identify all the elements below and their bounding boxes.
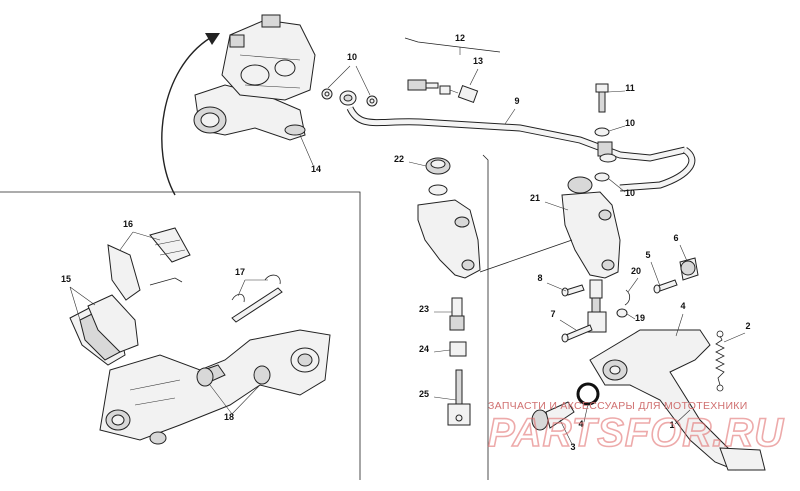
callout-c25: 25 — [419, 389, 429, 399]
callout-c22: 22 — [394, 154, 404, 164]
master-cylinder-assembled — [561, 176, 621, 333]
callout-c10a: 10 — [347, 52, 357, 62]
callout-c1: 1 — [669, 420, 674, 430]
callout-labels: 1234456789101010111213141516171819202122… — [61, 33, 751, 452]
callout-c9: 9 — [514, 96, 519, 106]
caliper-assembly-inset — [99, 329, 331, 445]
watermark-logo: PARTSFOR.RU — [488, 411, 784, 455]
clip-and-washer — [616, 289, 631, 318]
curved-arrow — [161, 37, 211, 196]
callout-c2: 2 — [745, 321, 750, 331]
callout-c17: 17 — [235, 267, 245, 277]
callout-c15: 15 — [61, 274, 71, 284]
callout-c24: 24 — [419, 344, 429, 354]
callout-c6: 6 — [673, 233, 678, 243]
bleeder-screw — [594, 83, 610, 182]
pad-spring — [107, 227, 191, 301]
pedal-pivot-bolt — [531, 401, 575, 431]
return-spring — [715, 330, 725, 392]
banjo-bolt-washers — [321, 88, 378, 107]
callout-c21: 21 — [530, 193, 540, 203]
leader-lines — [69, 47, 746, 445]
callout-c8: 8 — [537, 273, 542, 283]
brake-hose — [346, 106, 696, 192]
leader-group — [479, 239, 573, 273]
callout-c4b: 4 — [578, 419, 583, 429]
callout-c10c: 10 — [625, 188, 635, 198]
arrow-head-icon — [205, 33, 220, 45]
group-bracket-line — [482, 154, 489, 480]
callout-c14: 14 — [311, 164, 321, 174]
callout-c23: 23 — [419, 304, 429, 314]
watermark: ЗАПЧАСТИ И АКСЕССУАРЫ ДЛЯ МОТОТЕХНИКИ PA… — [487, 400, 784, 456]
watermark-tagline: ЗАПЧАСТИ И АКСЕССУАРЫ ДЛЯ МОТОТЕХНИКИ — [488, 400, 748, 412]
callout-c5: 5 — [645, 250, 650, 260]
inset-frame — [0, 191, 361, 480]
pivot-bolt-bushing — [653, 257, 699, 294]
callout-c18: 18 — [224, 412, 234, 422]
bolts — [561, 284, 593, 343]
master-cylinder-exploded — [417, 157, 481, 426]
callout-12-bracket — [404, 37, 501, 53]
callout-c11: 11 — [625, 83, 635, 93]
pad-pin — [231, 274, 283, 323]
callout-c7: 7 — [550, 309, 555, 319]
brake-pads — [69, 294, 139, 366]
callout-c20: 20 — [631, 266, 641, 276]
callout-c12: 12 — [455, 33, 465, 43]
callout-c13: 13 — [473, 56, 483, 66]
brake-caliper-top — [193, 14, 316, 141]
callout-c16: 16 — [123, 219, 133, 229]
callout-c4a: 4 — [680, 301, 685, 311]
brake-light-switch — [407, 79, 479, 104]
callout-c10b: 10 — [625, 118, 635, 128]
brake-pedal — [589, 329, 766, 471]
callout-c19: 19 — [635, 313, 645, 323]
callout-c3: 3 — [570, 442, 575, 452]
